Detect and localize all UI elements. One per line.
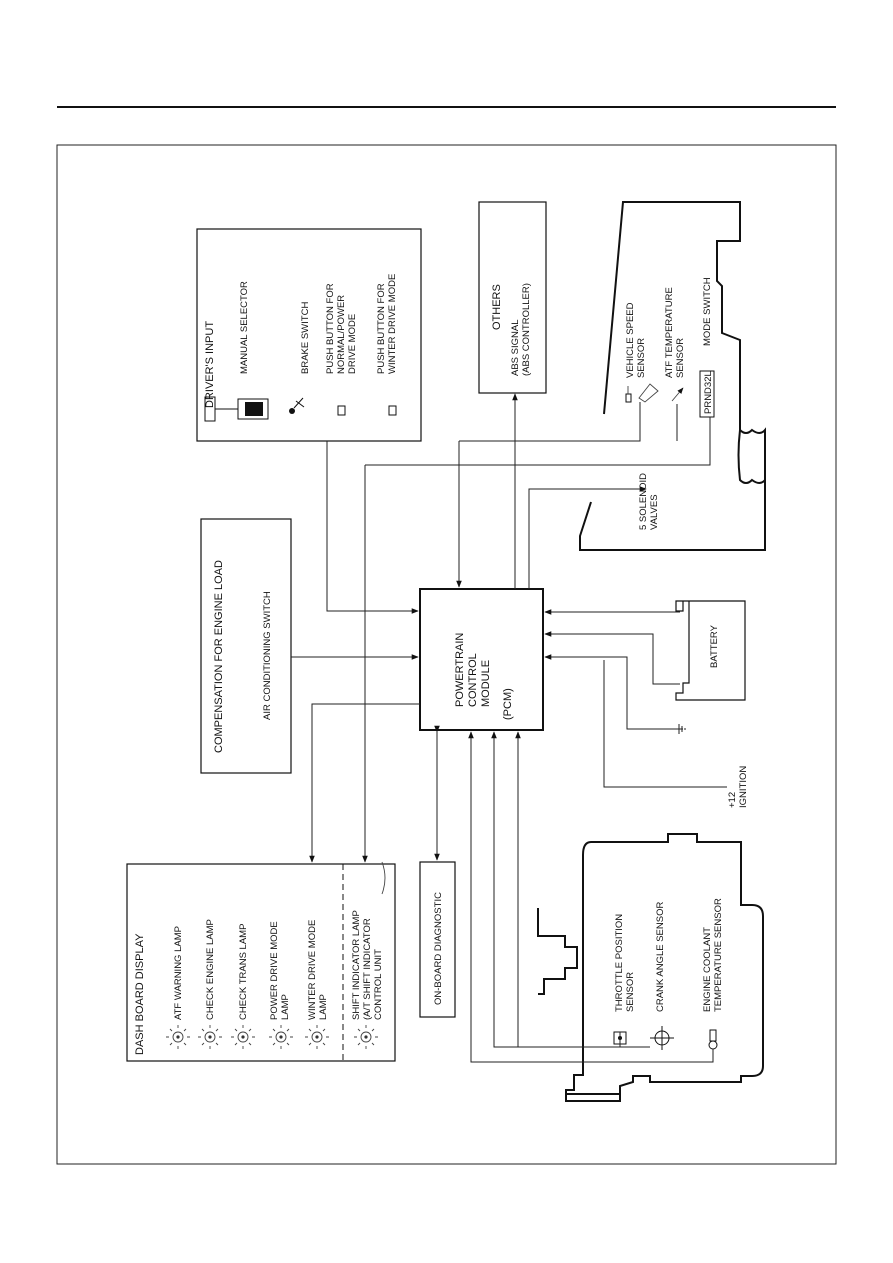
throttle-position-sensor-label: THROTTLE POSITION SENSOR <box>614 911 636 1012</box>
dash-board-display-title: DASH BOARD DISPLAY <box>134 933 146 1055</box>
battery-box: BATTERY <box>669 600 746 734</box>
drivers-input-box: DRIVER'S INPUT MANUAL SELECTOR BRAKE SWI… <box>196 228 422 442</box>
coolant-temperature-sensor-label: ENGINE COOLANT TEMPERATURE SENSOR <box>702 898 724 1012</box>
brake-switch-label: BRAKE SWITCH <box>300 302 311 374</box>
push-button-normal-label: PUSH BUTTON FOR NORMAL/POWER DRIVE MODE <box>325 281 358 374</box>
engine-outline <box>537 833 764 1102</box>
connection-lines <box>291 393 727 1063</box>
mode-switch-code: PRND32L <box>703 371 714 414</box>
battery-label: BATTERY <box>709 624 720 668</box>
others-title: OTHERS <box>491 284 503 330</box>
pcm-label: POWERTRAIN CONTROL MODULE (PCM) <box>454 630 514 720</box>
shift-indicator-lamp-label: SHIFT INDICATOR LAMP (A/T SHIFT INDICATO… <box>351 908 384 1020</box>
solenoid-valves-label: 5 SOLENOID VALVES <box>638 470 660 530</box>
vehicle-speed-sensor-icon <box>625 386 632 403</box>
air-conditioning-switch-label: AIR CONDITIONING SWITCH <box>262 591 273 720</box>
mode-switch-box <box>699 370 715 418</box>
on-board-diagnostic-label: ON-BOARD DIAGNOSTIC <box>433 892 444 1005</box>
crank-angle-sensor-label: CRANK ANGLE SENSOR <box>655 902 666 1012</box>
ignition-label: +12 IGNITION <box>727 766 749 808</box>
power-drive-mode-lamp-label: POWER DRIVE MODE LAMP <box>269 919 291 1020</box>
compensation-title: COMPENSATION FOR ENGINE LOAD <box>213 560 225 753</box>
drivers-input-title: DRIVER'S INPUT <box>204 321 216 408</box>
figure-frame <box>56 144 837 1165</box>
compensation-box: COMPENSATION FOR ENGINE LOAD AIR CONDITI… <box>200 518 292 774</box>
transmission-outline <box>579 201 766 551</box>
dash-board-display-box: DASH BOARD DISPLAY ATF WARNING LAMP CHEC… <box>126 861 396 1062</box>
check-trans-lamp-label: CHECK TRANS LAMP <box>238 924 249 1020</box>
push-button-normal-icon <box>337 405 346 416</box>
lamp-icons <box>166 1025 378 1049</box>
atf-temp-arrow <box>671 387 684 402</box>
mode-switch-label: MODE SWITCH <box>702 277 713 346</box>
vehicle-speed-sensor-label: VEHICLE SPEED SENSOR <box>625 300 647 378</box>
manual-selector-label: MANUAL SELECTOR <box>239 281 250 374</box>
winter-drive-mode-lamp-label: WINTER DRIVE MODE LAMP <box>307 917 329 1020</box>
others-box: OTHERS ABS SIGNAL (ABS CONTROLLER) <box>478 201 547 394</box>
atf-warning-lamp-label: ATF WARNING LAMP <box>173 926 184 1020</box>
atf-temperature-sensor-label: ATF TEMPERATURE SENSOR <box>664 285 686 378</box>
on-board-diagnostic-box: ON-BOARD DIAGNOSTIC <box>419 861 456 1018</box>
manual-selector-icon <box>204 396 269 422</box>
bracket-shift <box>381 861 386 895</box>
check-engine-lamp-label: CHECK ENGINE LAMP <box>205 919 216 1020</box>
ground-symbol <box>669 724 686 734</box>
push-button-winter-icon <box>388 405 397 416</box>
abs-signal-label: ABS SIGNAL (ABS CONTROLLER) <box>510 283 532 376</box>
push-button-winter-label: PUSH BUTTON FOR WINTER DRIVE MODE <box>376 274 398 374</box>
coolant-temperature-sensor-icon <box>708 1029 718 1050</box>
atf-temp-sensor-icon <box>638 383 659 403</box>
pcm-box: POWERTRAIN CONTROL MODULE (PCM) <box>419 588 544 731</box>
brake-switch-icon <box>289 397 305 414</box>
